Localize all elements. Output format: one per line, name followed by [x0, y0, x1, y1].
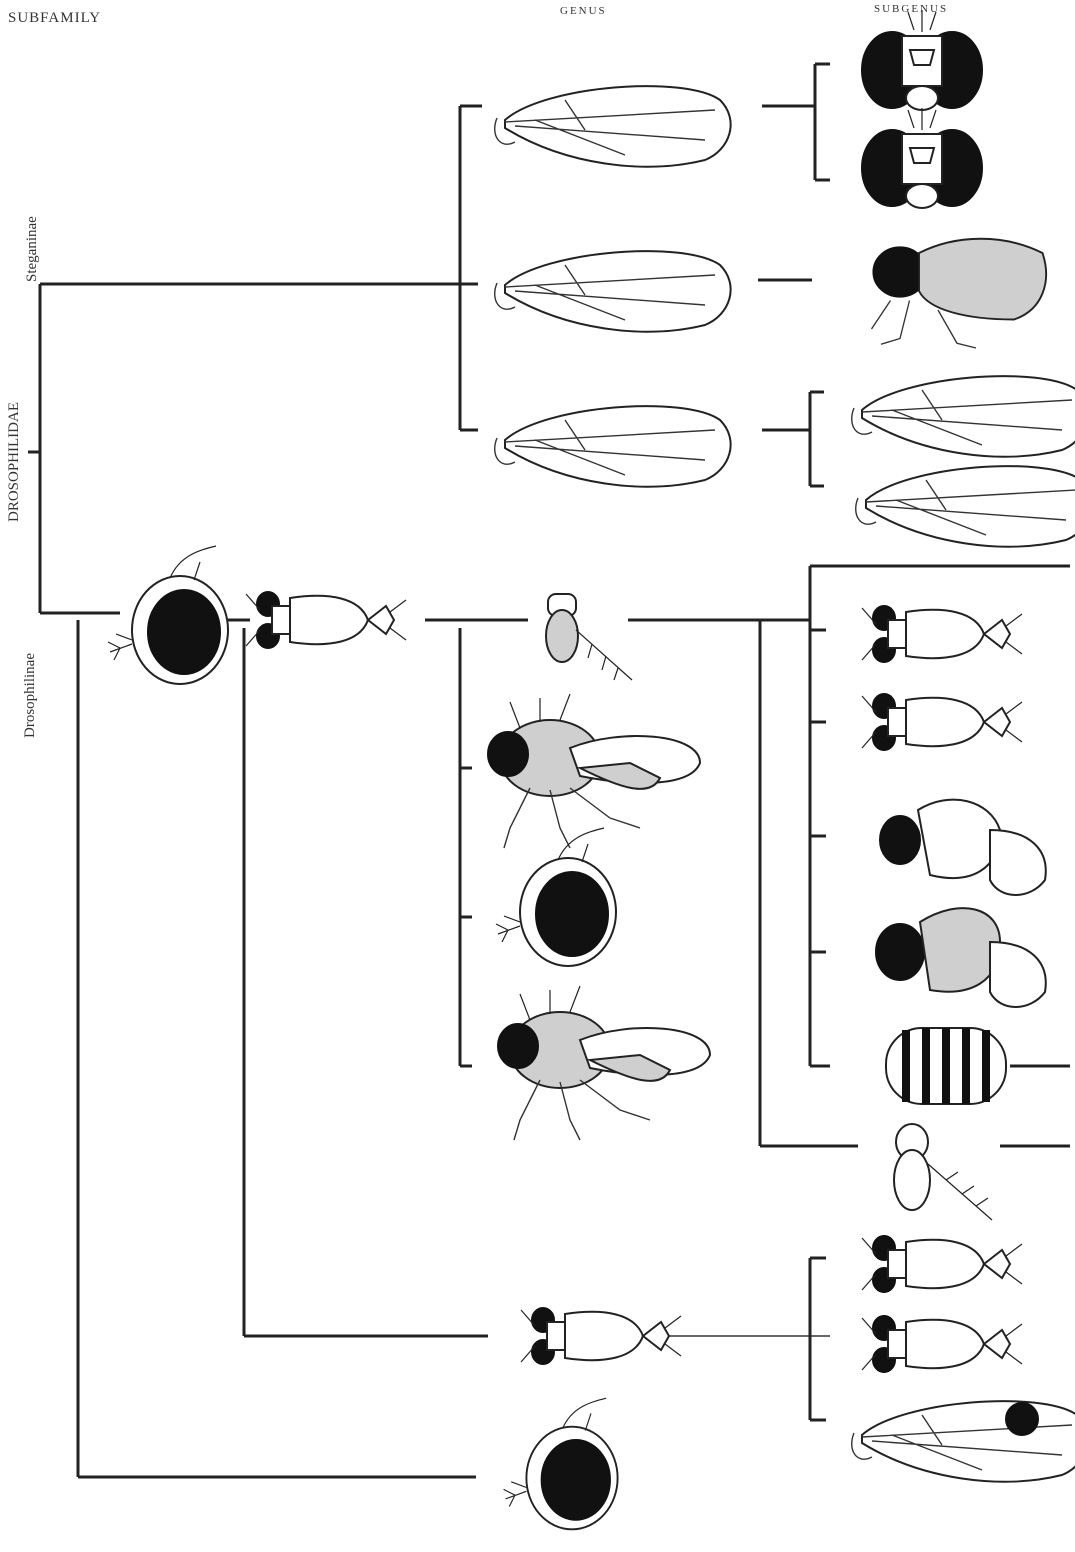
subgenus-head-front-1 [862, 10, 982, 110]
genus-wing-2 [495, 251, 731, 332]
subgenus-dorsal-3 [862, 1236, 1022, 1292]
subgenus-wing-2 [856, 466, 1075, 547]
genus-wing-3 [495, 406, 731, 487]
genus-dorsal-2 [521, 1308, 681, 1364]
genus-lateral-fly-1 [488, 694, 700, 848]
head-lateral-large-eye-1 [108, 546, 228, 684]
antenna-segment [546, 594, 632, 680]
genus-lateral-fly-2 [498, 986, 710, 1140]
subgenus-antenna [894, 1124, 992, 1220]
subgenus-lateral-body-1 [880, 800, 1046, 895]
subgenus-dorsal-2 [862, 694, 1022, 750]
subgenus-wing-1 [852, 376, 1075, 457]
subgenus-lateral-fly [872, 239, 1047, 348]
head-lateral-large-eye-2 [504, 1398, 618, 1529]
genus-wing-1 [495, 86, 731, 167]
subgenus-dorsal-4 [862, 1316, 1022, 1372]
genus-head-lateral [496, 828, 616, 966]
subgenus-head-front-2 [862, 108, 982, 208]
dorsal-thorax-1 [246, 592, 406, 648]
subgenus-dorsal-1 [862, 606, 1022, 662]
subgenus-lateral-body-2 [876, 908, 1046, 1007]
subgenus-wing-spotted [852, 1401, 1075, 1482]
subgenus-abdomen-banded [886, 1028, 1006, 1104]
